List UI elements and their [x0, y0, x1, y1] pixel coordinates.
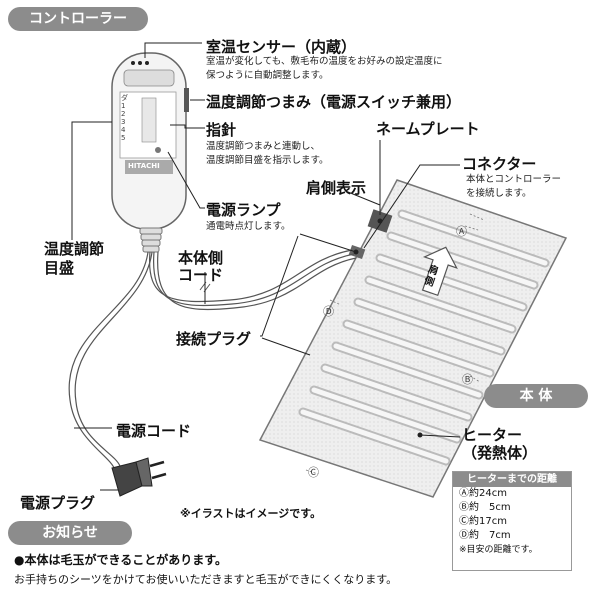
label-power-plug: 電源プラグ [20, 494, 96, 512]
distance-row: Ⓒ約17cm [459, 516, 507, 527]
mark-c: Ⓒ [308, 466, 319, 479]
label-shoulder-mark: 肩側表示 [306, 179, 367, 197]
illustration-note: ※イラストはイメージです。 [180, 507, 322, 520]
mark-b: Ⓑ [462, 373, 473, 386]
label-power-lamp: 電源ランプ [206, 201, 281, 219]
distance-footnote: ※目安の距離です。 [459, 545, 538, 555]
notice-headline: ●本体は毛玉ができることがあります。 [14, 553, 228, 567]
desc-connector: 本体とコントローラー を接続します。 [466, 174, 562, 199]
label-name-plate: ネームプレート [376, 120, 480, 138]
label-connector: コネクター [462, 155, 537, 173]
label-pointer: 指針 [206, 121, 237, 139]
label-connect-plug: 接続プラグ [176, 330, 252, 348]
distance-row: Ⓑ約 5cm [459, 502, 511, 513]
label-heater: ヒーター （発熱体） [462, 426, 538, 462]
power-plug [111, 457, 167, 497]
label-temp-scale: 温度調節 目盛 [44, 240, 105, 277]
mark-d: Ⓓ [323, 305, 334, 318]
body-side-cord [148, 249, 357, 311]
distance-row: Ⓓ約 7cm [459, 530, 511, 541]
power-cord [68, 251, 153, 471]
section-notice: お知らせ [8, 521, 132, 545]
shoulder-arrow-icon [421, 246, 458, 297]
label-room-sensor: 室温センサー（内蔵） [206, 38, 357, 56]
distance-table-header: ヒーターまでの距離 [453, 472, 571, 487]
controller-device [111, 52, 189, 253]
label-power-cord: 電源コード [116, 422, 192, 440]
distance-table: ヒーターまでの距離 Ⓐ約24cm Ⓑ約 5cm Ⓒ約17cm Ⓓ約 7cm ※目… [452, 471, 572, 571]
section-main-body: 本 体 [484, 384, 588, 408]
desc-room-sensor: 室温が変化しても、敷毛布の温度をお好みの設定温度に 保つように自動調整します。 [206, 56, 443, 81]
controller-brand-logo: HITACHI [128, 162, 160, 170]
desc-power-lamp: 通電時点灯します。 [206, 221, 291, 232]
heating-pad [258, 179, 568, 498]
label-temp-knob: 温度調節つまみ（電源スイッチ兼用） [206, 93, 462, 111]
section-controller: コントローラー [8, 7, 148, 31]
leader-lines [71, 42, 461, 491]
label-body-cord: 本体側 コード [178, 249, 224, 284]
distance-row: Ⓐ約24cm [459, 488, 507, 499]
notice-body: お手持ちのシーツをかけてお使いいただきますと毛玉ができにくくなります。 [14, 573, 398, 586]
desc-pointer: 温度調節つまみと連動し、 温度調節目盛を指示します。 [206, 141, 329, 166]
mark-a: Ⓐ [456, 225, 467, 238]
controller-scale: ダ 1 2 3 4 5 [121, 94, 128, 142]
